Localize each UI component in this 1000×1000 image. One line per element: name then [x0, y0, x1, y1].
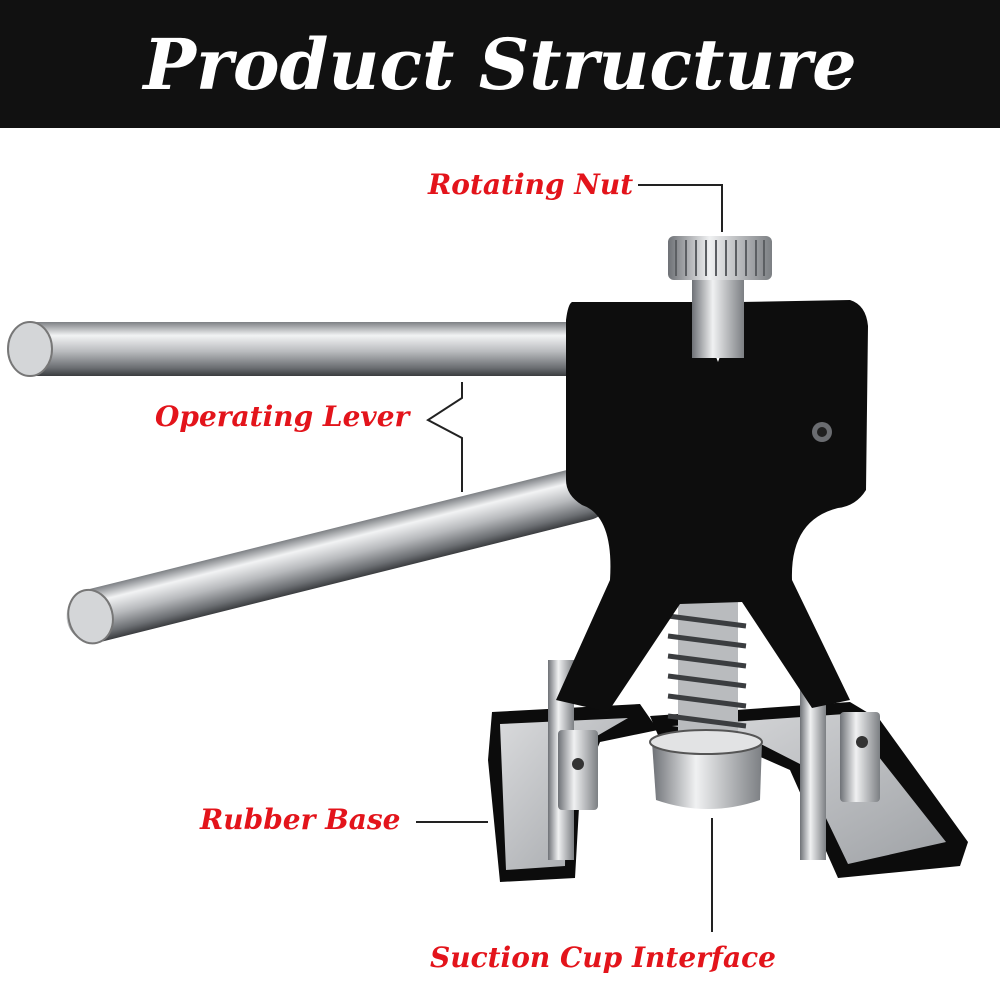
label-rotating-nut: Rotating Nut [428, 168, 634, 201]
callout-line-operating-lever [426, 382, 463, 492]
spring [667, 600, 747, 740]
callout-line-rotating-nut [638, 184, 723, 232]
suction-cup-interface [649, 729, 763, 809]
label-rubber-base: Rubber Base [200, 803, 401, 836]
upper-lever [7, 321, 593, 377]
rotating-nut [668, 236, 772, 358]
tool-body [556, 300, 868, 712]
header-banner: Product Structure [0, 0, 1000, 128]
label-operating-lever: Operating Lever [155, 400, 410, 433]
label-suction-cup-interface: Suction Cup Interface [430, 941, 776, 974]
page-title: Product Structure [143, 22, 857, 106]
callout-lines [416, 184, 723, 932]
lower-lever [66, 466, 612, 645]
